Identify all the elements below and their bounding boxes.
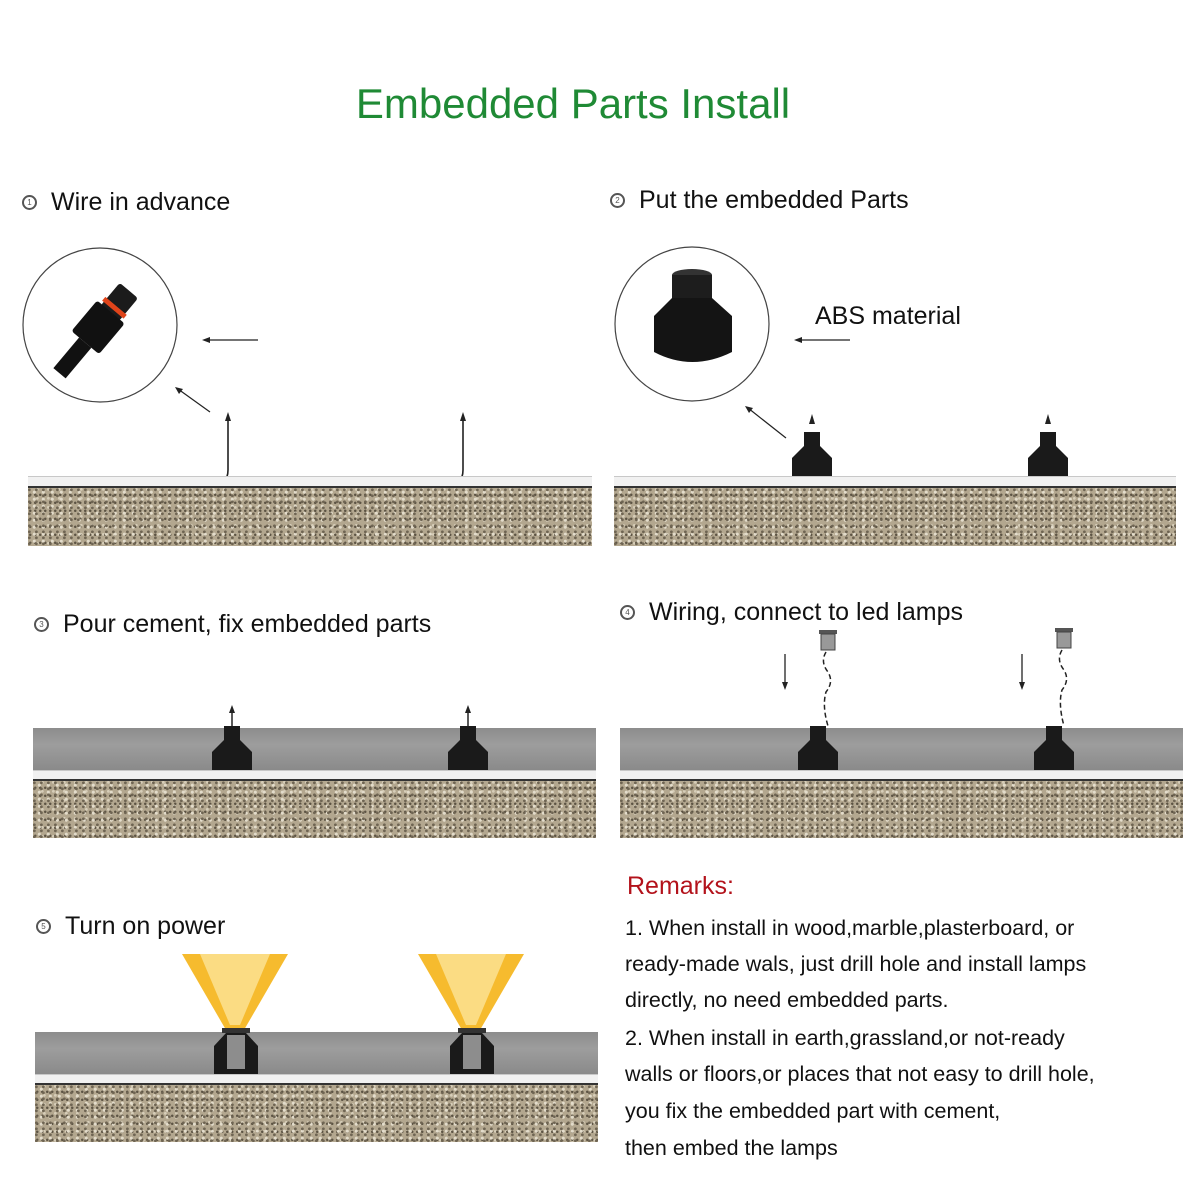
step-label: Wiring, connect to led lamps <box>649 598 964 626</box>
gravel-base <box>35 1085 598 1142</box>
led-lamp-icon <box>819 628 1073 651</box>
remark-line: walls or floors,or places that not easy … <box>625 1062 1095 1086</box>
step-label: Wire in advance <box>51 188 231 216</box>
arrow-icon <box>747 407 787 439</box>
floor-slab <box>614 476 1176 488</box>
installed-led-lamp <box>214 1028 494 1074</box>
step-5-heading: 5 Turn on power <box>36 912 225 941</box>
remark-line: you fix the embedded part with cement, <box>625 1099 1001 1123</box>
step-number-badge: 2 <box>610 193 625 208</box>
gravel-base <box>614 488 1176 546</box>
remark-line: 1. When install in wood,marble,plasterbo… <box>625 916 1075 940</box>
step-number-badge: 3 <box>34 617 49 632</box>
cement-layer <box>620 728 1183 770</box>
remark-line: then embed the lamps <box>625 1136 838 1160</box>
embedded-part <box>792 432 1068 476</box>
gravel-base <box>620 781 1183 838</box>
remark-line: ready-made wals, just drill hole and ins… <box>625 952 1087 976</box>
step-4-heading: 4 Wiring, connect to led lamps <box>620 598 963 627</box>
gravel-base <box>28 488 592 546</box>
embedded-part-icon <box>654 269 732 362</box>
step-2-heading: 2 Put the embedded Parts <box>610 186 909 215</box>
abs-material-label: ABS material <box>815 302 961 330</box>
light-beam <box>182 954 524 1030</box>
step-number-badge: 1 <box>22 195 37 210</box>
wire <box>822 651 832 727</box>
step-3-heading: 3 Pour cement, fix embedded parts <box>34 610 431 639</box>
cement-layer <box>35 1032 598 1074</box>
connector-icon <box>53 284 137 379</box>
embedded-part <box>212 726 488 770</box>
wire <box>1058 649 1068 727</box>
step-label: Put the embedded Parts <box>639 186 909 214</box>
step-number-badge: 4 <box>620 605 635 620</box>
floor-slab <box>28 476 592 488</box>
cement-layer <box>33 728 596 770</box>
remark-line: 2. When install in earth,grassland,or no… <box>625 1026 1065 1050</box>
step-label: Pour cement, fix embedded parts <box>63 610 432 638</box>
remarks-heading: Remarks: <box>627 872 734 900</box>
floor-slab <box>620 770 1183 781</box>
remark-line: directly, no need embedded parts. <box>625 988 949 1012</box>
embedded-part <box>798 726 1074 770</box>
arrow-icon <box>177 388 211 413</box>
step-label: Turn on power <box>65 912 226 940</box>
step-1-heading: 1 Wire in advance <box>22 188 230 217</box>
floor-slab <box>33 770 596 781</box>
page-title: Embedded Parts Install <box>355 80 791 127</box>
step-number-badge: 5 <box>36 919 51 934</box>
floor-slab <box>35 1074 598 1085</box>
gravel-base <box>33 781 596 838</box>
